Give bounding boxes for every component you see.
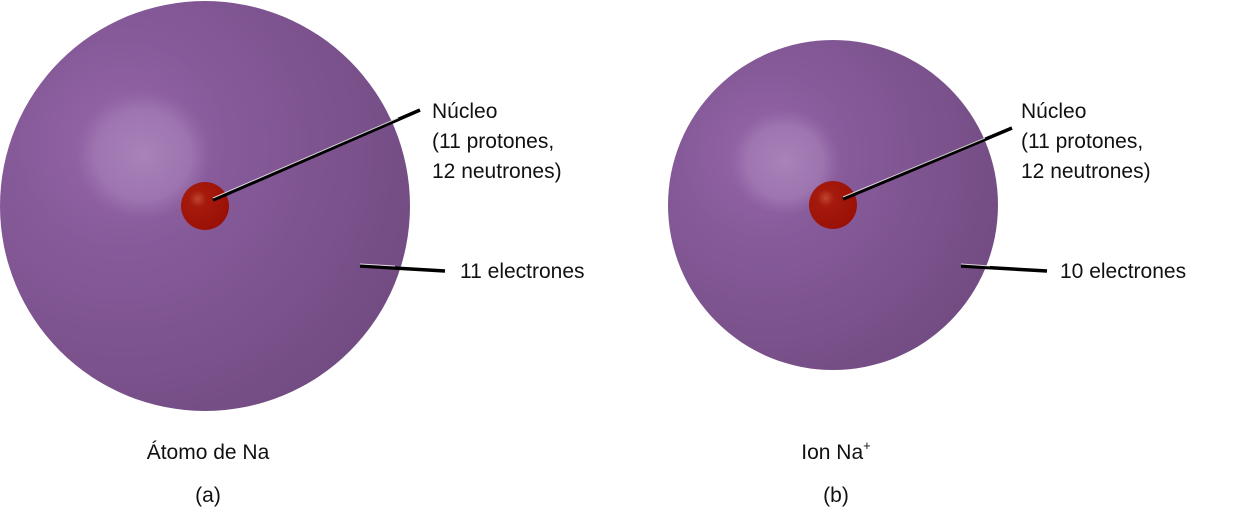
nucleus-label-line: 12 neutrones) xyxy=(1021,160,1151,183)
nucleus-label-line: (11 protones, xyxy=(1021,130,1144,153)
nucleus-leader-line-b xyxy=(842,126,1013,201)
nucleus-leader-line-a xyxy=(212,108,421,202)
nucleus-label-line: Núcleo xyxy=(1021,100,1087,123)
panel-letter-a: (a) xyxy=(195,484,221,507)
nucleus-label-a: Núcleo (11 protones, 12 neutrones) xyxy=(432,97,562,187)
electron-leader-line-a xyxy=(359,264,446,273)
charge-superscript: + xyxy=(863,438,871,453)
electron-leader-line-b xyxy=(960,264,1048,273)
na-ion-nucleus xyxy=(809,181,857,229)
nucleus-label-line: Núcleo xyxy=(432,100,498,123)
electron-label-a: 11 electrones xyxy=(460,260,585,283)
panel-letter-b: (b) xyxy=(823,484,849,507)
caption-text: Átomo de Na xyxy=(146,441,270,464)
caption-a: Átomo de Na xyxy=(108,438,308,465)
electron-label-b: 10 electrones xyxy=(1060,260,1187,283)
caption-text: Ion Na xyxy=(801,441,864,464)
nucleus-label-b: Núcleo (11 protones, 12 neutrones) xyxy=(1021,97,1151,187)
na-atom-nucleus xyxy=(181,182,229,230)
nucleus-label-line: 12 neutrones) xyxy=(432,160,562,183)
nucleus-label-line: (11 protones, xyxy=(432,130,555,153)
caption-b: Ion Na+ xyxy=(736,438,936,465)
